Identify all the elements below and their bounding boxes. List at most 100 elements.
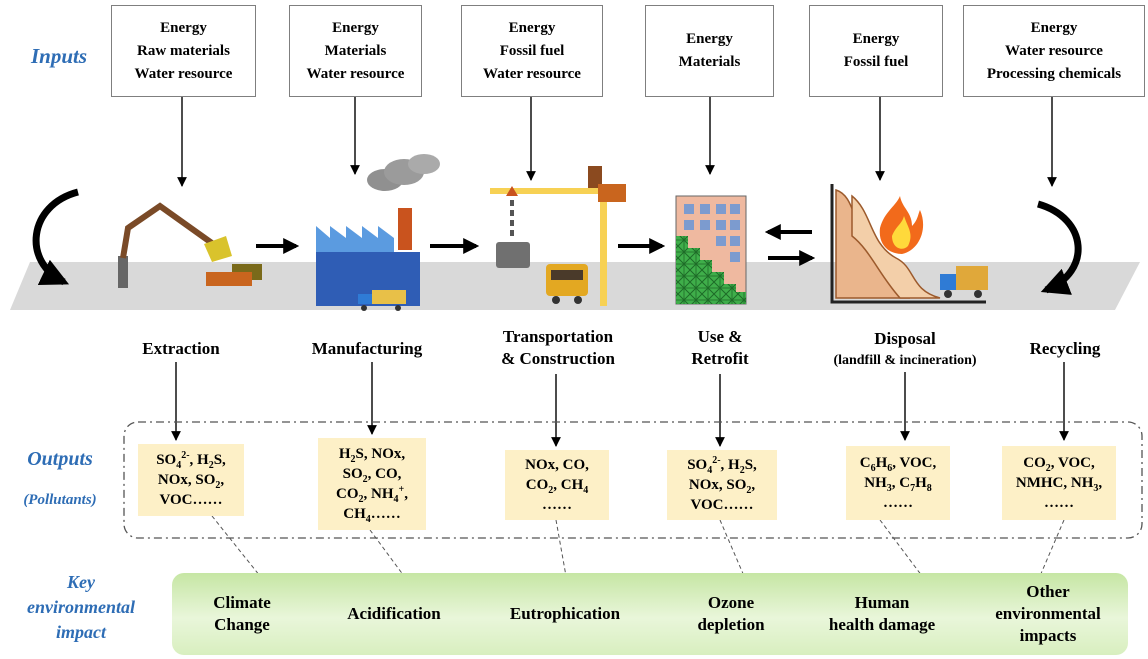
output-line: SO2, CO, (342, 466, 402, 485)
impact-line: Human (854, 593, 910, 612)
left-curved-arrow (32, 188, 80, 286)
impact-item: Other environmental impacts (978, 578, 1118, 650)
stage-line: Transportation (502, 327, 614, 346)
impact-connectors (211, 515, 1065, 577)
stage-line: Manufacturing (311, 339, 423, 358)
impact-line: depletion (697, 615, 765, 634)
impact-band (172, 573, 1128, 655)
input-line: Fossil fuel (499, 42, 565, 59)
input-line: Energy (160, 19, 207, 36)
stage-line: Disposal (874, 329, 936, 348)
output-box: SO42-, H2S,NOx, SO2,VOC…… (138, 444, 244, 516)
output-line: NOx, SO2, (688, 477, 756, 496)
output-line: SO42-, H2S, (156, 450, 226, 471)
output-line: NMHC, NH3, (1015, 475, 1103, 494)
impact-line: Other (1026, 582, 1070, 601)
output-line: …… (883, 495, 913, 511)
output-line: CH4…… (343, 506, 401, 525)
output-box: NOx, CO, CO2, CH4…… (505, 450, 609, 520)
input-line: Energy (508, 19, 556, 36)
stage-line: & Construction (501, 349, 615, 368)
output-box: C6H6, VOC,NH3, C7H8…… (846, 446, 950, 520)
output-line: NH3, C7H8 (864, 475, 932, 494)
input-line: Fossil fuel (843, 54, 909, 70)
impact-line: Change (214, 615, 270, 634)
stage-label: Extraction (116, 338, 246, 360)
input-line: Water resource (306, 65, 405, 82)
impact-line: environmental (995, 604, 1101, 623)
output-line: SO42-, H2S, (687, 455, 757, 476)
stage-line: Retrofit (691, 349, 749, 368)
input-line: Materials (324, 42, 387, 59)
inputs-label: Inputs (30, 44, 88, 68)
input-arrows (177, 95, 1057, 187)
impact-line: Acidification (347, 604, 441, 623)
flow-arrows (256, 224, 816, 266)
landfill-fire-icon (830, 184, 988, 304)
output-box: H2S, NOx,SO2, CO,CO2, NH4+,CH4…… (318, 438, 426, 530)
outputs-label: Outputs (27, 448, 93, 470)
stage-line: Recycling (1029, 339, 1101, 358)
outputs-container (123, 421, 1143, 539)
output-line: NOx, CO, (525, 457, 589, 473)
input-line: Energy (1030, 19, 1078, 36)
right-curved-arrow (1036, 200, 1082, 295)
stage-sublabel: (landfill & incineration) (833, 353, 977, 368)
impact-label-line: Key (67, 572, 95, 592)
stage-label: Disposal (landfill & incineration) (800, 328, 1010, 372)
pollutants-label: (Pollutants) (23, 492, 97, 508)
output-line: C6H6, VOC, (859, 455, 937, 474)
factory-icon (316, 154, 440, 311)
impact-line: health damage (828, 615, 936, 634)
output-line: VOC…… (690, 497, 754, 513)
input-line: Energy (852, 31, 900, 47)
output-line: H2S, NOx, (338, 446, 406, 465)
input-line: Materials (678, 54, 741, 70)
input-line: Energy (686, 31, 733, 47)
impact-label: Key environmental impact (6, 570, 156, 645)
output-arrows (171, 362, 1069, 447)
output-line: …… (1044, 495, 1074, 511)
output-line: CO2, NH4+, (336, 484, 408, 505)
output-box: CO2, VOC,NMHC, NH3,…… (1002, 446, 1116, 520)
input-line: Water resource (1005, 42, 1103, 59)
crane-icon (490, 166, 626, 306)
impact-line: impacts (1019, 626, 1077, 645)
input-line: Water resource (483, 65, 581, 82)
output-line: VOC…… (159, 492, 223, 508)
stage-line: Extraction (142, 339, 220, 358)
stage-label: Transportation & Construction (478, 326, 638, 370)
output-line: CO2, CH4 (525, 477, 589, 496)
building-icon (675, 195, 747, 305)
input-line: Water resource (134, 65, 233, 82)
impact-item: Ozone depletion (676, 578, 786, 650)
input-line: Raw materials (137, 42, 230, 59)
impact-item: Human health damage (808, 578, 956, 650)
excavator-icon (118, 202, 262, 288)
input-line: Processing chemicals (986, 65, 1122, 82)
impact-label-line: impact (56, 622, 106, 642)
impact-label-line: environmental (26, 597, 135, 617)
impact-line: Ozone (707, 593, 755, 612)
impact-item: Eutrophication (490, 578, 640, 650)
stage-label: Manufacturing (292, 338, 442, 360)
output-line: …… (542, 497, 572, 513)
input-line: Energy (332, 19, 379, 36)
output-line: NOx, SO2, (157, 472, 225, 491)
stage-label: Recycling (1010, 338, 1120, 360)
output-line: CO2, VOC, (1023, 455, 1095, 474)
stage-line: Use & (697, 327, 743, 346)
impact-line: Eutrophication (509, 604, 621, 623)
output-box: SO42-, H2S,NOx, SO2,VOC…… (667, 450, 777, 520)
stage-label: Use & Retrofit (670, 326, 770, 370)
impact-item: Acidification (322, 578, 466, 650)
impact-line: Climate (213, 593, 271, 612)
